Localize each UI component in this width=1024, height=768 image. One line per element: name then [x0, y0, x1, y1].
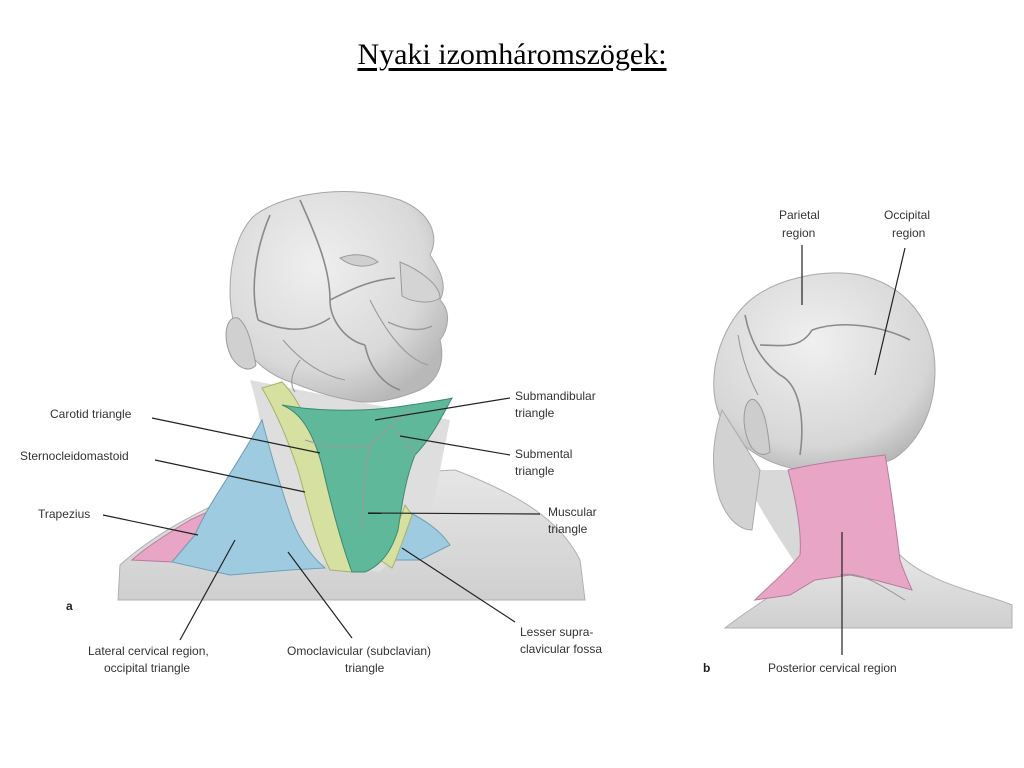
ear-b: [743, 398, 771, 455]
slide-title: Nyaki izomháromszögek:: [357, 38, 667, 71]
label-parietal-2: region: [782, 226, 815, 240]
label-lesser-supraclavicular-2: clavicular fossa: [520, 642, 602, 656]
labels-a: Carotid triangle Sternocleidomastoid Tra…: [20, 389, 602, 675]
nose-a: [399, 261, 441, 303]
label-lateral-cervical-2: occipital triangle: [104, 661, 190, 675]
panel-letter-a: a: [66, 599, 73, 613]
lateral-cervical-region: [171, 418, 327, 576]
posterior-cervical-region: [753, 454, 913, 601]
label-muscular-2: triangle: [548, 522, 588, 536]
eye-a: [339, 254, 379, 267]
label-omoclavicular-2: triangle: [345, 661, 385, 675]
label-carotid-triangle: Carotid triangle: [50, 407, 132, 421]
ear-a: [225, 317, 257, 370]
label-submental-1: Submental: [515, 447, 572, 461]
label-submandibular-2: triangle: [515, 406, 555, 420]
label-muscular-1: Muscular: [548, 505, 597, 519]
label-occipital-2: region: [892, 226, 925, 240]
label-submandibular-1: Submandibular: [515, 389, 596, 403]
label-submental-2: triangle: [515, 464, 555, 478]
head-b: [713, 272, 936, 473]
label-lesser-supraclavicular-1: Lesser supra-: [520, 625, 593, 639]
label-sternocleidomastoid: Sternocleidomastoid: [20, 449, 129, 463]
label-lateral-cervical-1: Lateral cervical region,: [88, 644, 209, 658]
labels-b: Parietal region Occipital region Posteri…: [703, 208, 930, 675]
leaders-b: [801, 245, 906, 655]
anterior-triangles-region: [281, 397, 454, 573]
label-trapezius: Trapezius: [38, 507, 90, 521]
leaders-a: [102, 397, 541, 641]
figure-a: [117, 191, 586, 601]
mouth-a: [387, 321, 433, 331]
label-omoclavicular-1: Omoclavicular (subclavian): [287, 644, 431, 658]
figure-b: [713, 272, 1013, 629]
label-posterior-cervical: Posterior cervical region: [768, 661, 897, 675]
label-occipital-1: Occipital: [884, 208, 930, 222]
panel-letter-b: b: [703, 661, 710, 675]
label-parietal-1: Parietal: [779, 208, 820, 222]
